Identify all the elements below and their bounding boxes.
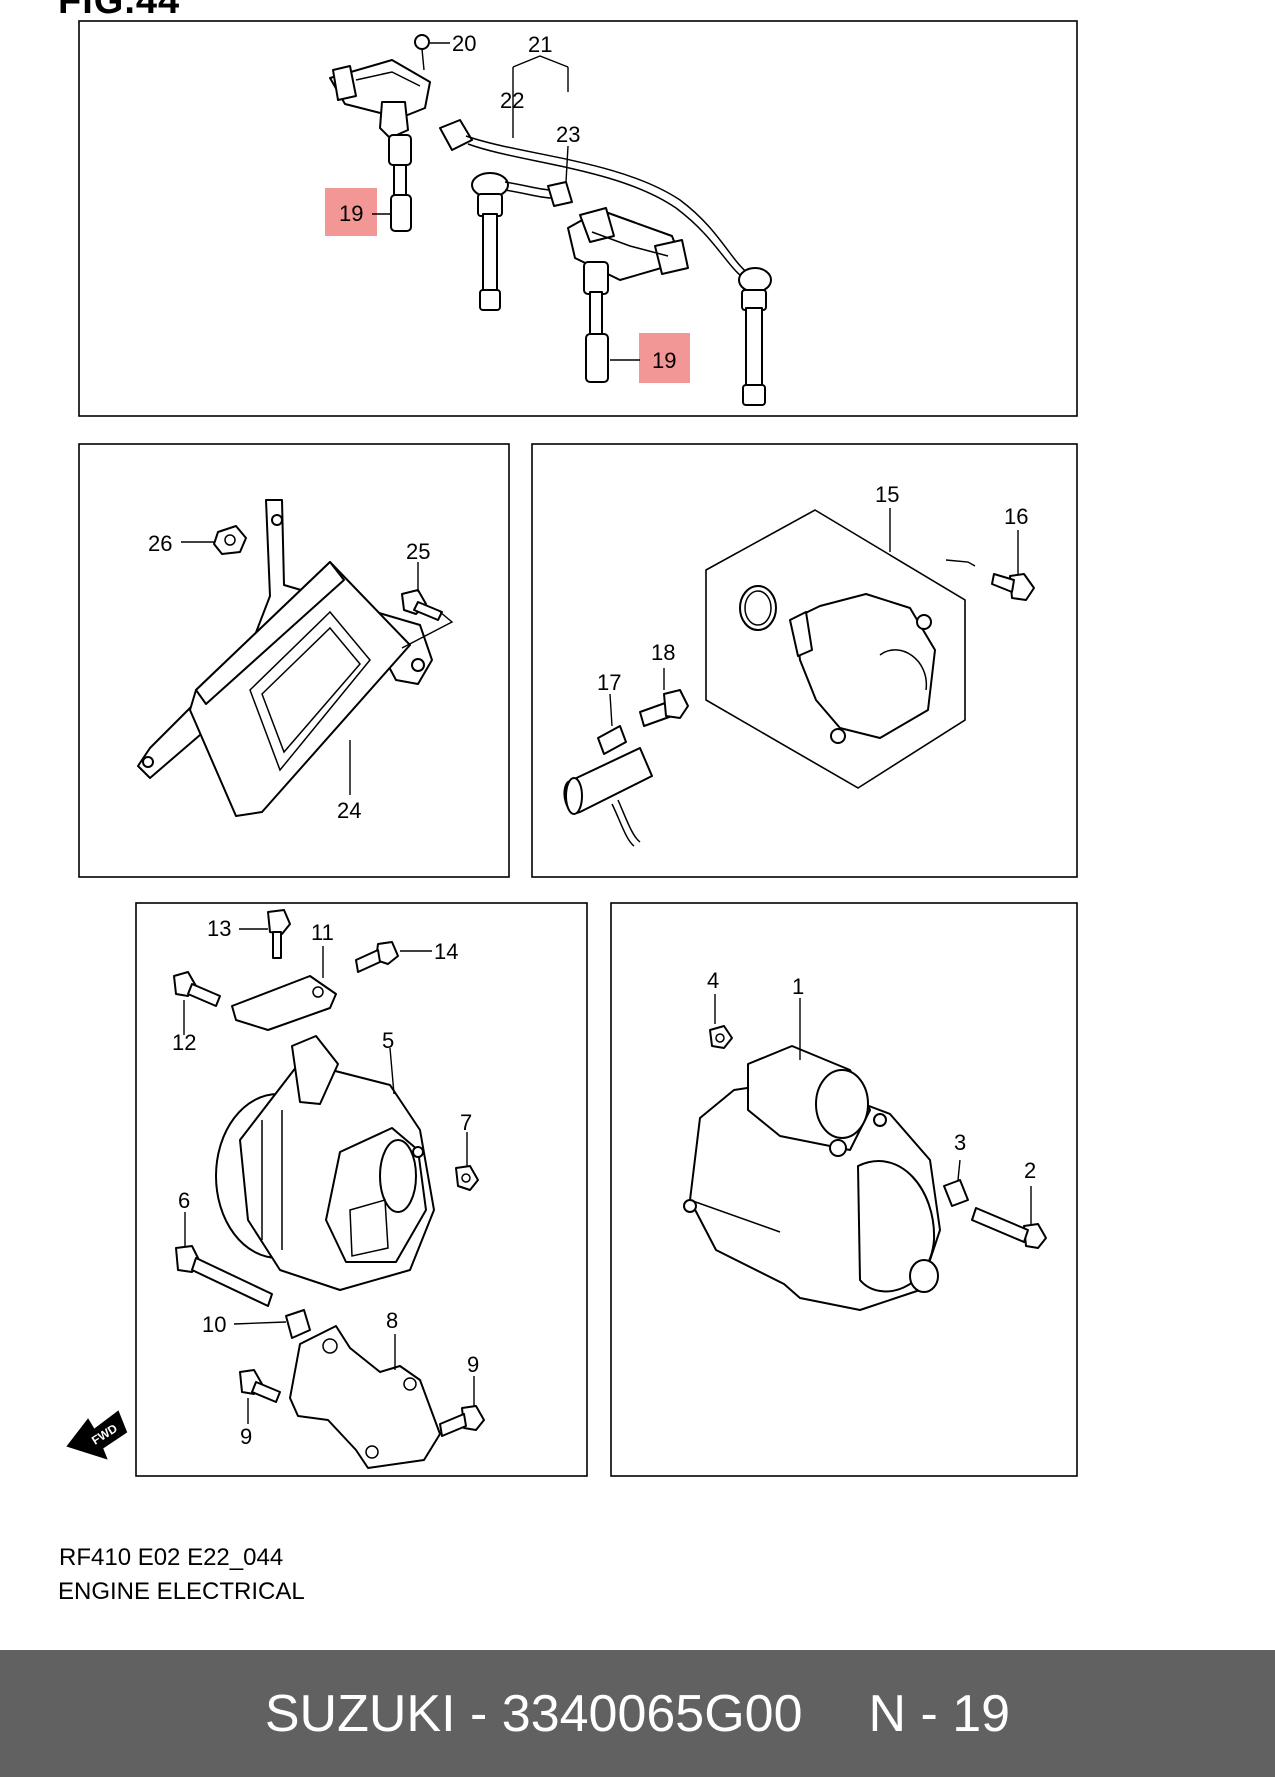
- callout-25[interactable]: 25: [406, 539, 430, 564]
- bracket-11[interactable]: [231, 975, 337, 1031]
- bolt-13[interactable]: [267, 909, 291, 959]
- panel-ignition: [78, 20, 1078, 417]
- fwd-arrow-icon: FWD: [66, 1410, 128, 1460]
- callout-16[interactable]: 16: [1004, 504, 1028, 529]
- callout-22[interactable]: 22: [500, 88, 524, 113]
- callout-11[interactable]: 11: [311, 920, 334, 945]
- bolt-9-right[interactable]: [439, 1405, 485, 1437]
- nut-26[interactable]: [213, 525, 247, 555]
- callout-8[interactable]: 8: [386, 1308, 398, 1333]
- nut-4[interactable]: [709, 1025, 733, 1049]
- callout-20[interactable]: 20: [452, 31, 476, 56]
- callout-2[interactable]: 2: [1024, 1158, 1036, 1183]
- alternator-5[interactable]: [215, 1035, 435, 1291]
- bolt-14[interactable]: [355, 941, 399, 973]
- panel-ecm: [78, 443, 510, 878]
- bolt-25[interactable]: [401, 589, 443, 621]
- footer-bar: SUZUKI - 3340065G00 N - 19: [0, 1650, 1275, 1777]
- footer-ref: N - 19: [868, 1684, 1011, 1743]
- callout-21[interactable]: 21: [528, 32, 552, 57]
- callout-24[interactable]: 24: [337, 798, 361, 823]
- ignition-coil-lower[interactable]: [567, 207, 689, 383]
- callout-10[interactable]: 10: [202, 1312, 226, 1337]
- bolt-2[interactable]: [971, 1207, 1047, 1249]
- bolt-16[interactable]: [991, 573, 1035, 601]
- bushing-3[interactable]: [943, 1179, 969, 1207]
- figure-title: FIG.44: [58, 0, 181, 22]
- panel-alternator: [135, 902, 588, 1477]
- callout-18[interactable]: 18: [651, 640, 675, 665]
- bolt-18[interactable]: [639, 689, 689, 727]
- callout-26[interactable]: 26: [148, 531, 172, 556]
- callout-13[interactable]: 13: [207, 916, 231, 941]
- callout-23[interactable]: 23: [556, 122, 580, 147]
- cable-22[interactable]: [439, 119, 772, 406]
- document-section: ENGINE ELECTRICAL: [58, 1578, 305, 1605]
- callout-9a[interactable]: 9: [240, 1424, 252, 1449]
- panel-sensor: [531, 443, 1078, 878]
- callout-5[interactable]: 5: [382, 1028, 394, 1053]
- callout-12[interactable]: 12: [172, 1030, 196, 1055]
- callout-15[interactable]: 15: [875, 482, 899, 507]
- sensor-17[interactable]: [563, 725, 653, 847]
- document-code: RF410 E02 E22_044: [59, 1544, 284, 1571]
- highlight-19b[interactable]: [639, 333, 690, 383]
- callout-14[interactable]: 14: [434, 939, 458, 964]
- bolt-20[interactable]: [414, 34, 430, 71]
- assembly-outline-15: [705, 509, 966, 789]
- bolt-12[interactable]: [173, 971, 221, 1007]
- callout-9b[interactable]: 9: [467, 1352, 479, 1377]
- callout-17[interactable]: 17: [597, 670, 621, 695]
- bracket-8[interactable]: [289, 1325, 441, 1469]
- cable-23[interactable]: [471, 172, 573, 311]
- panel-starter: [610, 902, 1078, 1477]
- ignition-coil-upper[interactable]: [329, 59, 431, 232]
- callout-7[interactable]: 7: [460, 1110, 472, 1135]
- callout-19b[interactable]: 19: [652, 348, 676, 373]
- callout-6[interactable]: 6: [178, 1188, 190, 1213]
- bushing-10[interactable]: [285, 1309, 311, 1339]
- callout-19a[interactable]: 19: [339, 201, 363, 226]
- starter-motor-1[interactable]: [683, 1045, 941, 1311]
- highlight-19a[interactable]: [325, 188, 377, 236]
- callout-4[interactable]: 4: [707, 968, 719, 993]
- callout-1[interactable]: 1: [792, 974, 804, 999]
- bolt-6[interactable]: [175, 1245, 273, 1307]
- parts-diagram: 20 21 22 23 19 19 26 25 24: [66, 20, 1078, 1477]
- sensor-housing-15[interactable]: [739, 585, 936, 744]
- bolt-9-left[interactable]: [239, 1369, 281, 1403]
- callout-3[interactable]: 3: [954, 1130, 966, 1155]
- nut-7[interactable]: [455, 1165, 479, 1191]
- footer-part-title: SUZUKI - 3340065G00: [264, 1684, 803, 1743]
- ecm-unit[interactable]: [189, 561, 411, 817]
